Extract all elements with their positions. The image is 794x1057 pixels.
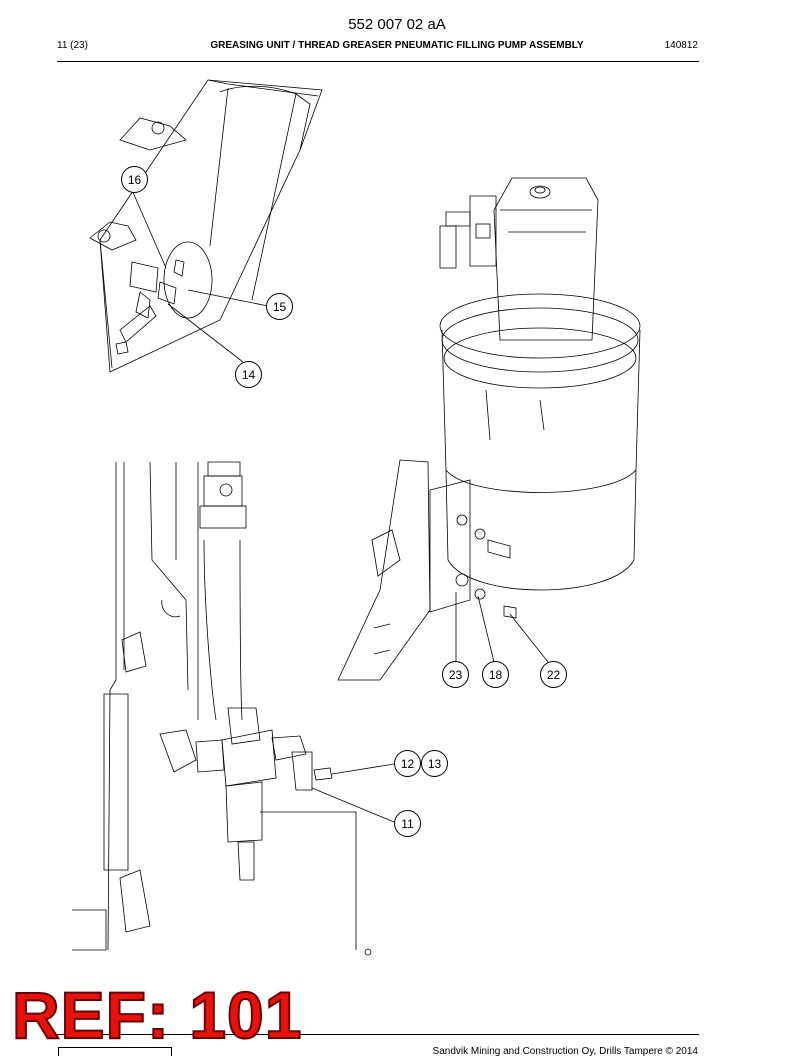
- callout-23: 23: [442, 661, 469, 688]
- callout-14: 14: [235, 361, 262, 388]
- header-rule: [57, 61, 699, 62]
- document-date: 140812: [664, 40, 698, 51]
- footer-rule: [57, 1034, 699, 1035]
- mounting-channel-view: [89, 79, 323, 373]
- brand-logo: [58, 1047, 172, 1056]
- frame-and-regulator-view: [72, 461, 395, 956]
- callout-16: 16: [121, 166, 148, 193]
- pump-barrel-view: [337, 177, 641, 681]
- callout-15: 15: [266, 293, 293, 320]
- callout-13: 13: [421, 750, 448, 777]
- callout-12: 12: [394, 750, 421, 777]
- page-number: 11 (23): [57, 40, 88, 51]
- ref-stamp: REF: 101: [11, 978, 303, 1052]
- copyright-text: Sandvik Mining and Construction Oy, Dril…: [432, 1046, 698, 1057]
- callout-11: 11: [394, 810, 421, 837]
- document-number: 552 007 02 aA: [348, 16, 446, 33]
- callout-22: 22: [540, 661, 567, 688]
- document-title: GREASING UNIT / THREAD GREASER PNEUMATIC…: [210, 40, 584, 51]
- callout-18: 18: [482, 661, 509, 688]
